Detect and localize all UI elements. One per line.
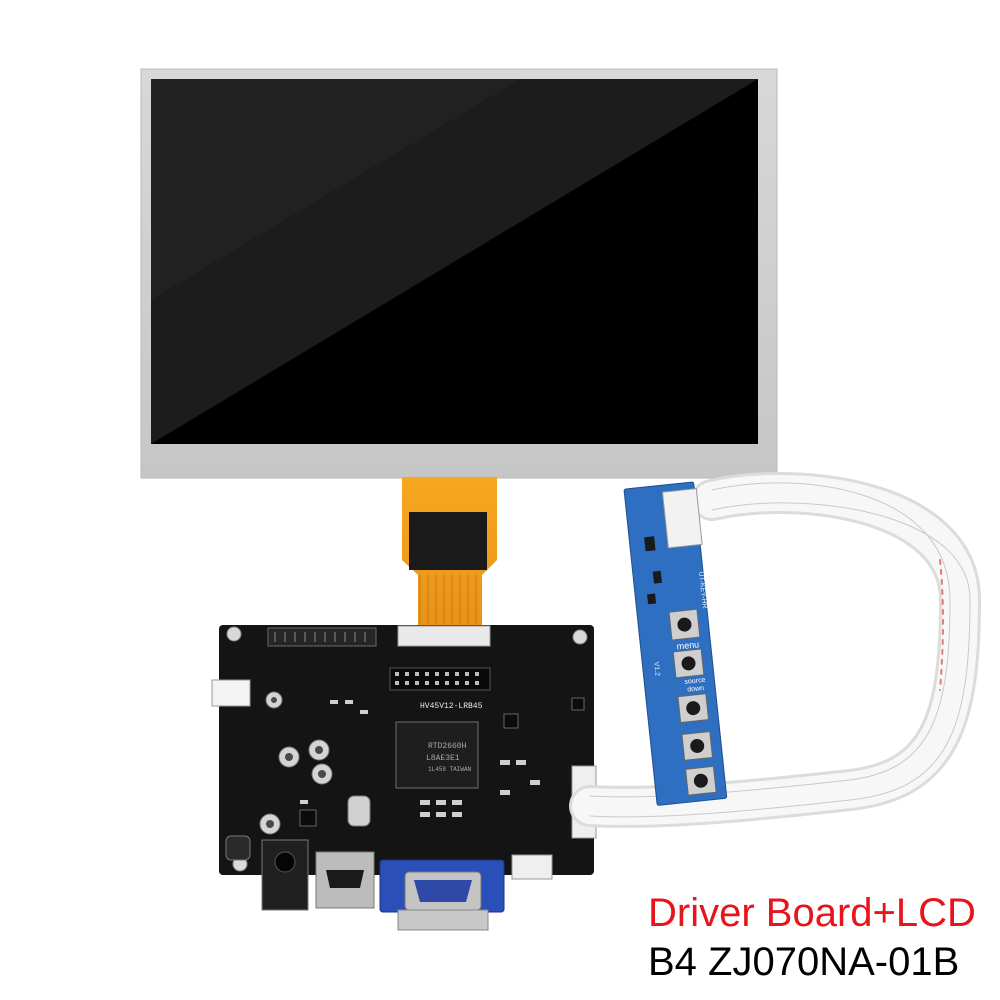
pin-header — [389, 667, 491, 691]
keypad-menu-label: menu — [676, 639, 699, 651]
keypad-version-label: V1.2 — [652, 661, 660, 676]
tact-button-icon[interactable] — [685, 765, 717, 796]
keypad-down-label: down — [687, 685, 704, 694]
hdmi-port-icon — [315, 851, 375, 909]
screen-glare-soft — [151, 79, 520, 300]
lcd-panel — [140, 68, 778, 479]
small-connector — [511, 854, 553, 880]
keypad-edge-label: UT-KEY-HR — [697, 571, 708, 609]
tact-button-icon[interactable] — [668, 608, 701, 641]
keypad-header — [661, 488, 703, 549]
flex-stiffener — [409, 512, 487, 570]
flex-cable — [402, 477, 497, 626]
white-connector — [211, 679, 251, 707]
driver-board: HV45V12-LRB45 RTD2660H L8AE3E1 1L458 TAI… — [211, 625, 597, 931]
tact-button-icon[interactable] — [672, 648, 705, 679]
smd-chip — [571, 697, 585, 711]
keypad-source-label: source — [684, 677, 706, 686]
smd-chip — [503, 713, 519, 729]
inductor — [225, 835, 251, 861]
ribbon-cable-icon — [569, 472, 982, 828]
tact-button-icon[interactable] — [677, 693, 710, 724]
board-model-label: HV45V12-LRB45 — [420, 702, 483, 711]
mounting-hole — [226, 626, 242, 642]
chip-code-label: L8AE3E1 — [426, 754, 460, 763]
caption-title: Driver Board+LCD — [648, 891, 976, 935]
tact-button-icon[interactable] — [681, 731, 714, 761]
scaler-chip: RTD2660H L8AE3E1 1L458 TAIWAN — [395, 721, 479, 789]
chip-brand-label: RTD2660H — [428, 742, 467, 751]
crystal-oscillator — [347, 795, 371, 827]
keypad-board: UT-KEY-HR V1.2 menu source down — [623, 481, 728, 806]
smd-chip — [299, 809, 317, 827]
dc-jack-icon — [261, 839, 309, 911]
chip-origin-label: 1L458 TAIWAN — [428, 766, 472, 773]
lvds-connector — [267, 627, 377, 647]
caption-model: B4 ZJ070NA-01B — [648, 940, 960, 984]
vga-port-icon — [379, 859, 505, 931]
mounting-hole — [572, 629, 588, 645]
fpc-socket — [397, 625, 491, 647]
